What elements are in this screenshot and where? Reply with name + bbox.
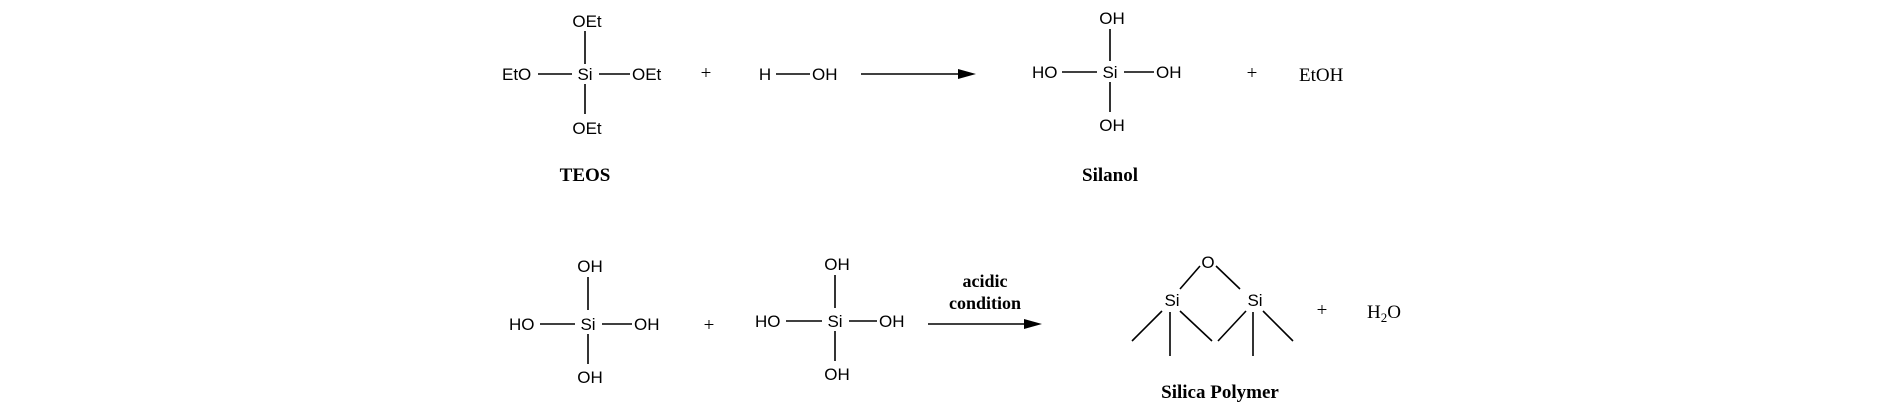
- silanol-b-left-group: HO: [755, 312, 781, 331]
- water-product-subscript: 2: [1381, 310, 1388, 325]
- silanol-left-group: HO: [1032, 63, 1058, 82]
- silanol-label: Silanol: [1082, 165, 1138, 186]
- silanol-a-molecule: OH HO Si OH OH: [509, 257, 660, 387]
- plus-sign: +: [704, 315, 715, 336]
- plus-sign: +: [1247, 63, 1258, 84]
- silanol-b-top-group: OH: [824, 255, 850, 274]
- teos-label: TEOS: [560, 165, 611, 186]
- plus-sign: +: [1317, 300, 1328, 321]
- reaction-arrow-1: [861, 69, 976, 79]
- polymer-bond-left-3: [1179, 310, 1213, 342]
- teos-bottom-group: OEt: [572, 119, 602, 138]
- polymer-bond-left-1: [1131, 310, 1163, 342]
- teos-top-group: OEt: [572, 12, 602, 31]
- silanol-a-bottom-group: OH: [577, 368, 603, 387]
- water-product-h: H: [1367, 302, 1381, 323]
- silanol-a-left-group: HO: [509, 315, 535, 334]
- water-molecule: H OH: [759, 65, 838, 84]
- silanol-b-bottom-group: OH: [824, 365, 850, 384]
- plus-sign: +: [701, 63, 712, 84]
- polymer-bond-o-si-left: [1179, 265, 1201, 290]
- silanol-bottom-group: OH: [1099, 116, 1125, 135]
- reaction-arrow-2: [928, 319, 1042, 329]
- water-oh: OH: [812, 65, 838, 84]
- teos-right-group: OEt: [632, 65, 662, 84]
- polymer-bond-o-si-right: [1215, 265, 1241, 290]
- polymer-bond-right-3: [1262, 310, 1294, 342]
- teos-center-si: Si: [577, 65, 592, 84]
- silica-polymer-label: Silica Polymer: [1161, 382, 1279, 403]
- polymer-bond-right-1: [1217, 310, 1247, 342]
- silanol-a-top-group: OH: [577, 257, 603, 276]
- water-product-o: O: [1387, 302, 1401, 323]
- silanol-right-group: OH: [1156, 63, 1182, 82]
- water-product-formula: H2O: [1367, 302, 1401, 325]
- silanol-b-molecule: OH HO Si OH OH: [755, 255, 905, 384]
- condition-text-line2: condition: [949, 293, 1021, 313]
- silanol-b-right-group: OH: [879, 312, 905, 331]
- silanol-center-si: Si: [1102, 63, 1117, 82]
- ethanol-formula: EtOH: [1299, 65, 1344, 86]
- water-h: H: [759, 65, 771, 84]
- silanol-b-center-si: Si: [827, 312, 842, 331]
- silanol-a-center-si: Si: [580, 315, 595, 334]
- silica-polymer-structure: O Si Si: [1131, 253, 1294, 356]
- polymer-si-right: Si: [1247, 291, 1262, 310]
- polymer-bridging-oxygen: O: [1201, 253, 1214, 272]
- condition-text-line1: acidic: [963, 271, 1008, 291]
- teos-left-group: EtO: [502, 65, 531, 84]
- polymer-si-left: Si: [1164, 291, 1179, 310]
- silanol-top-group: OH: [1099, 9, 1125, 28]
- silanol-molecule: OH HO Si OH OH: [1032, 9, 1182, 135]
- teos-molecule: OEt EtO Si OEt OEt: [502, 12, 662, 138]
- silanol-a-right-group: OH: [634, 315, 660, 334]
